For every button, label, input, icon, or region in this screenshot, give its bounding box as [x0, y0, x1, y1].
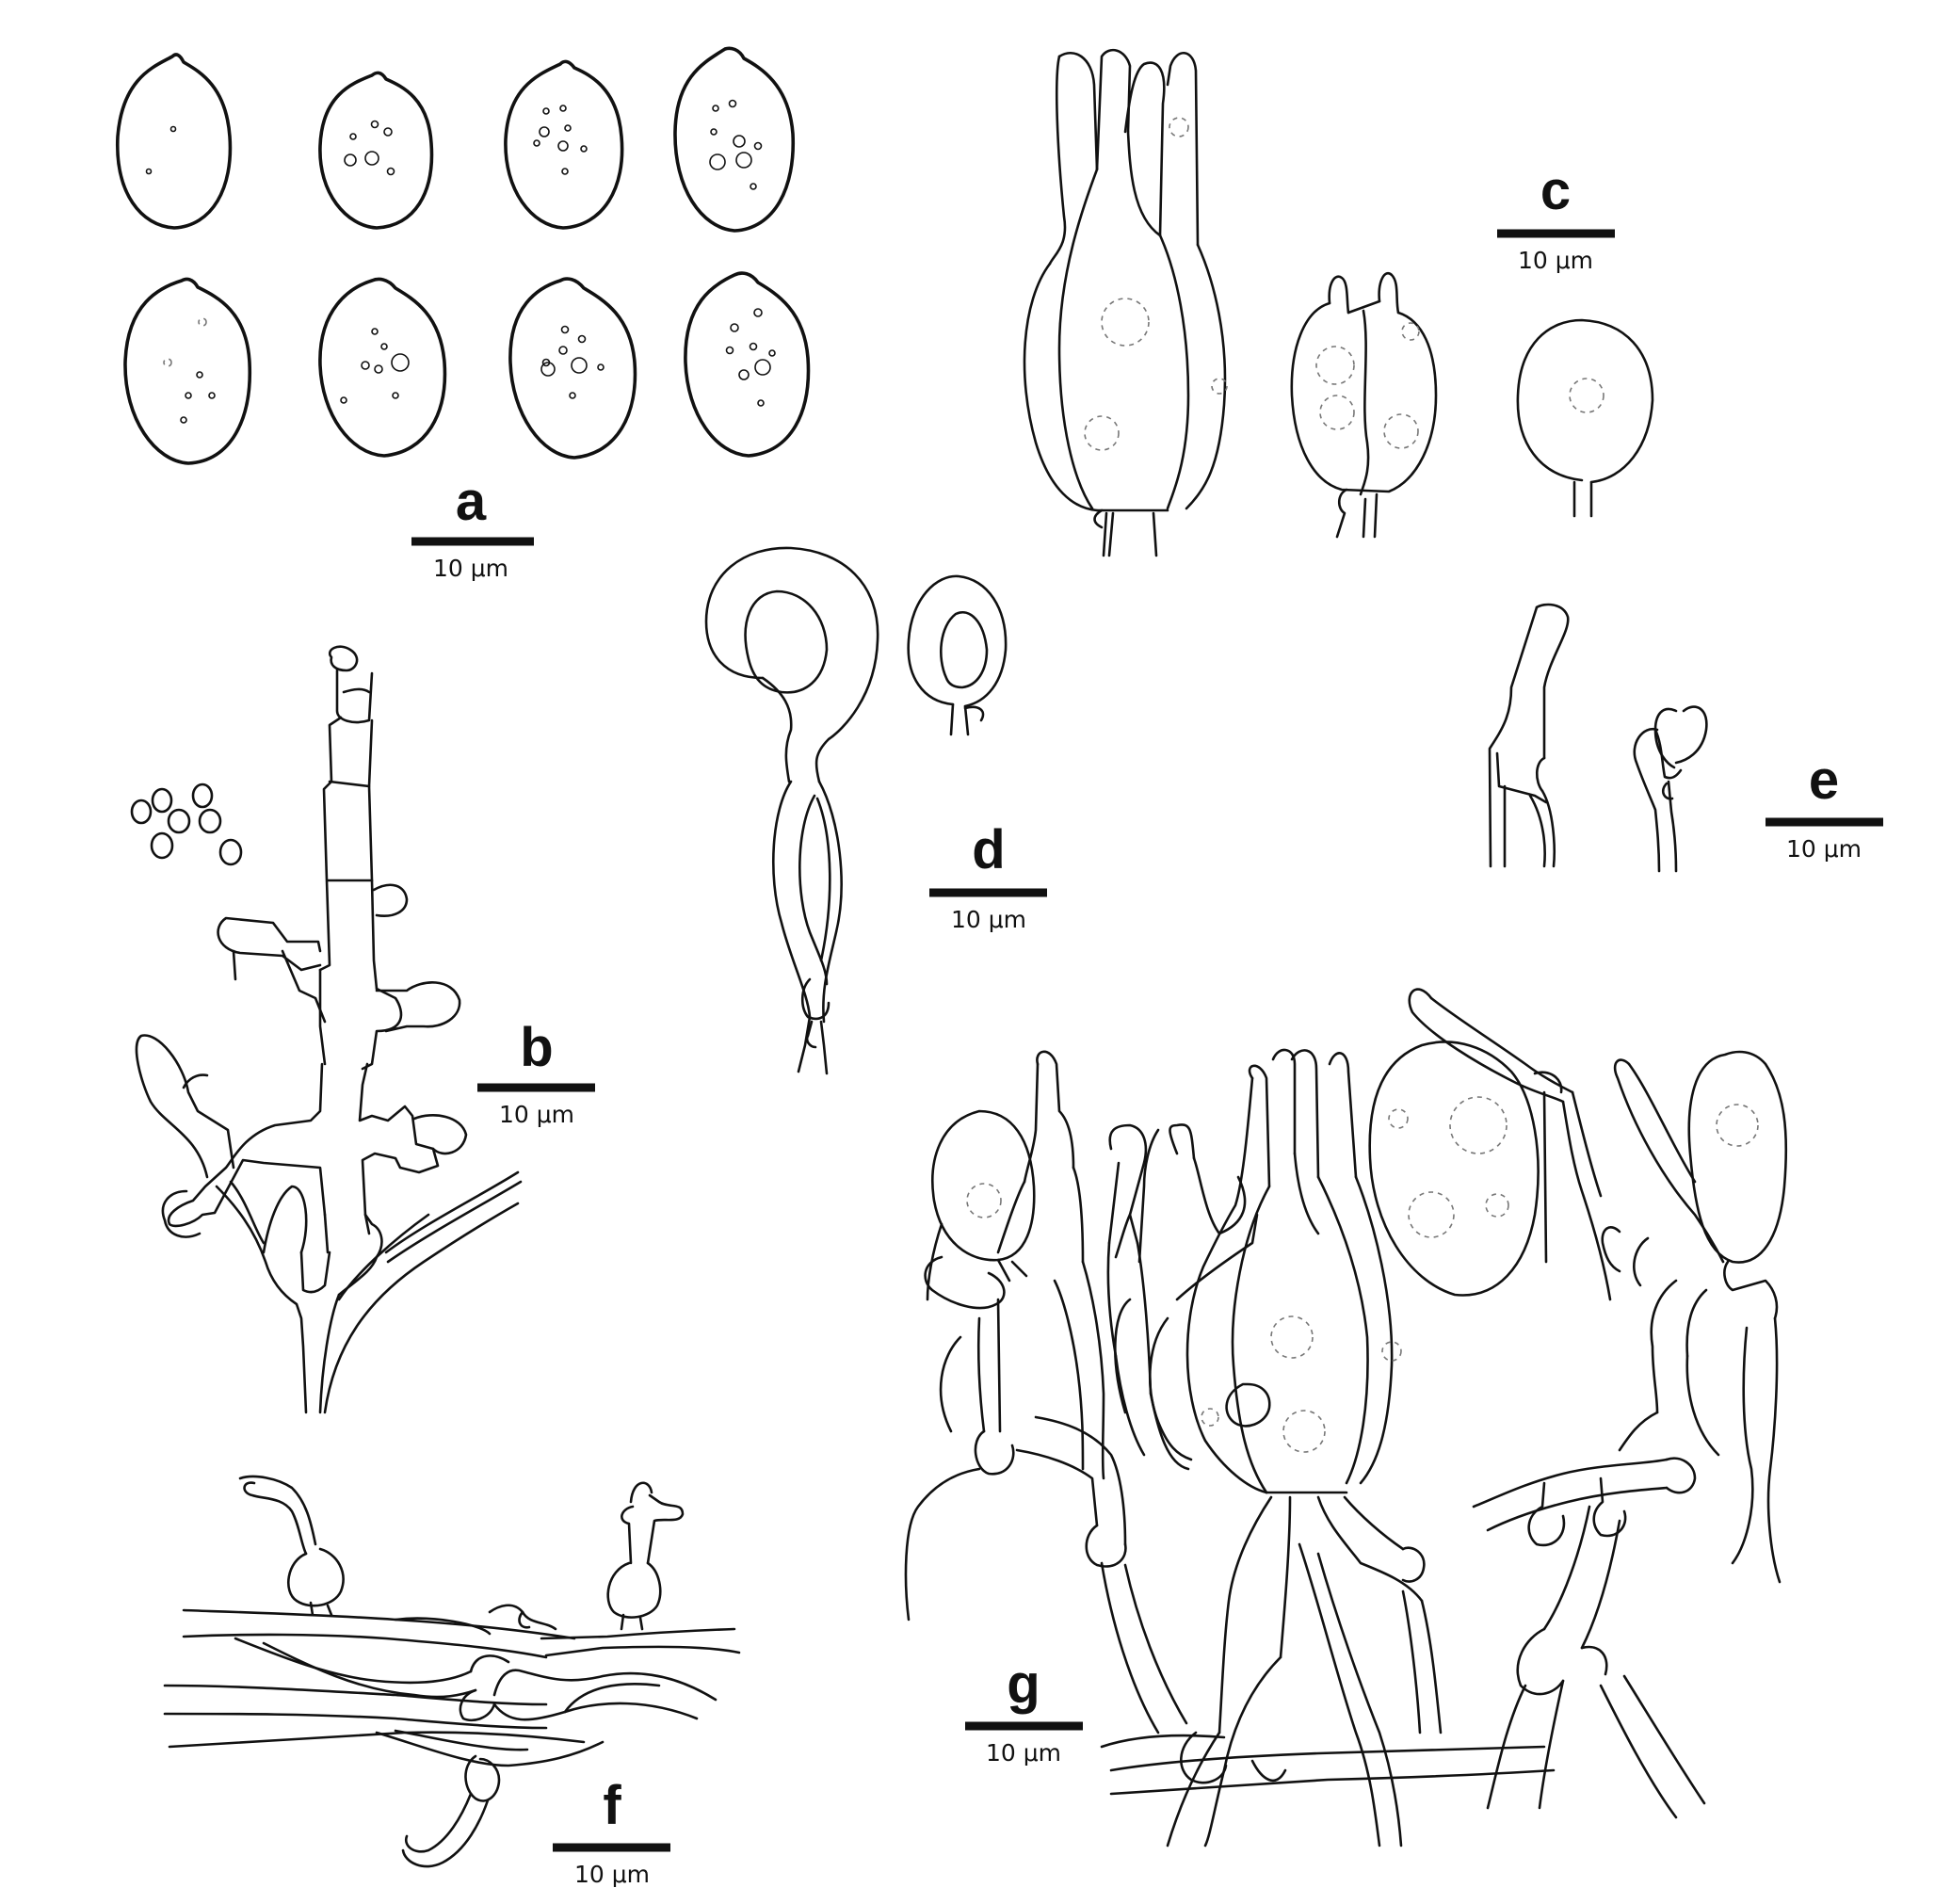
spore-a7: [508, 277, 637, 460]
spore-a2: [318, 71, 434, 230]
panel-b-hyphae: [130, 645, 523, 1414]
panel-g-scale-text: 10 μm: [986, 1739, 1061, 1767]
spore-a6: [318, 277, 447, 458]
panel-b-letter: b: [520, 1017, 553, 1078]
panel-d-letter: d: [972, 819, 1005, 880]
panel-a-spores: [116, 46, 811, 465]
spore-a5: [123, 277, 252, 465]
panel-d-cell-large: [704, 546, 879, 1075]
panel-a-label: a 10 μm: [411, 471, 534, 582]
panel-g-letter: g: [1007, 1654, 1040, 1715]
panel-f-hyphae: [163, 1475, 741, 1868]
panel-a-letter: a: [456, 471, 487, 532]
panel-c-basidium-two-sterigmata: [1290, 272, 1438, 539]
panel-c-basidia: [1023, 48, 1654, 557]
panel-c-label: c 10 μm: [1497, 160, 1615, 274]
panel-e-cell-left: [1488, 603, 1570, 868]
panel-f-letter: f: [603, 1775, 621, 1836]
spore-a1: [116, 53, 233, 230]
panel-g-hymenium: [904, 988, 1788, 1848]
panel-g-basidiole-left: [931, 1109, 1036, 1283]
panel-b-scale-text: 10 μm: [499, 1101, 574, 1128]
panel-d-cell-small: [907, 574, 1008, 736]
panel-g-basidium-center: [1185, 1048, 1402, 1494]
spore-a4: [673, 46, 796, 233]
panel-e-letter: e: [1809, 750, 1839, 811]
panel-e-cells: [1488, 603, 1708, 873]
panel-d-cells: [704, 546, 1008, 1075]
panel-g-basidiole-top: [1368, 1041, 1540, 1297]
panel-g-basidiole-right: [1687, 1050, 1788, 1264]
panel-f-scale-text: 10 μm: [574, 1861, 650, 1888]
panel-c-scale-text: 10 μm: [1518, 247, 1593, 274]
panel-c-basidiole: [1516, 318, 1654, 518]
panel-b-conidia: [130, 783, 243, 866]
panel-g-label: g 10 μm: [965, 1654, 1083, 1767]
panel-d-scale-text: 10 μm: [951, 906, 1026, 933]
spore-a8: [684, 271, 811, 458]
panel-f-label: f 10 μm: [553, 1775, 670, 1888]
panel-c-basidium-large: [1023, 48, 1228, 557]
panel-e-label: e 10 μm: [1766, 750, 1883, 863]
panel-c-letter: c: [1540, 160, 1571, 221]
panel-b-branch-system: [135, 645, 523, 1414]
panel-b-label: b 10 μm: [477, 1017, 595, 1128]
panel-d-label: d 10 μm: [929, 819, 1047, 933]
panel-e-scale-text: 10 μm: [1786, 835, 1862, 863]
panel-e-cell-right: [1633, 705, 1708, 873]
spore-a3: [504, 59, 624, 230]
panel-a-scale-text: 10 μm: [433, 555, 508, 582]
